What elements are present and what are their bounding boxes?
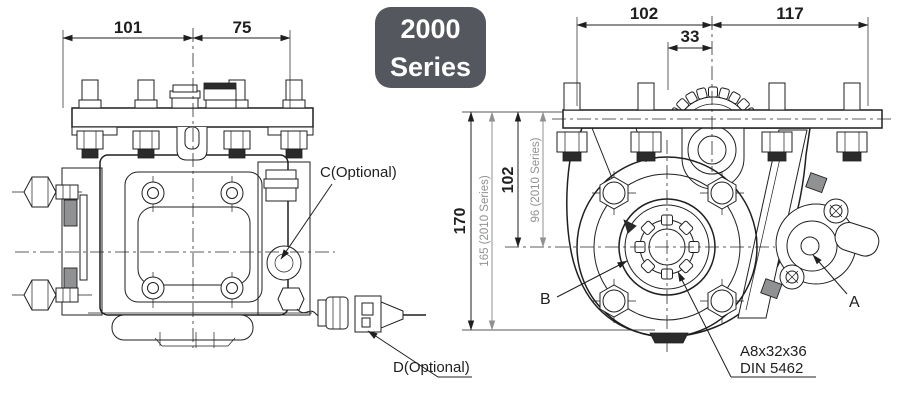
front-view-nuts [556, 131, 868, 162]
hex-plug-lower [12, 279, 92, 311]
breather-cap [169, 84, 201, 109]
sensor-d-assembly [354, 295, 426, 333]
right-bracket [257, 161, 311, 316]
drain-plug [649, 332, 689, 344]
upper-bearing-bracket [681, 125, 745, 190]
mounting-bolts [592, 171, 744, 323]
label-b: B [540, 291, 551, 308]
front-view-labels: B A A8x32x36 DIN 5462 [540, 254, 860, 378]
cover-screws [141, 176, 244, 308]
side-view-labels: C(Optional) D(Optional) [280, 164, 472, 378]
front-view-studs [563, 82, 861, 111]
dim-102-top: 102 [630, 4, 658, 23]
series-badge: 2000 Series [375, 7, 486, 88]
front-view-height-dimensions: 170 165 (2010 Series) 102 96 (2010 Serie… [452, 111, 655, 331]
series-badge-line2: Series [389, 52, 472, 82]
actuator-screw-top [823, 198, 849, 224]
cable-connector [317, 296, 349, 330]
spline-spec-line2: DIN 5462 [740, 360, 803, 377]
dim-96-2010-series: 96 (2010 Series) [530, 137, 542, 222]
dim-165-2010-series: 165 (2010 Series) [479, 175, 491, 267]
side-view-housing [88, 154, 312, 348]
label-a: A [849, 294, 860, 311]
switch-c-assembly [266, 245, 329, 320]
top-connector [203, 82, 237, 109]
front-view-drawing: 102 117 33 170 165 (2010 Series) 102 96 … [452, 4, 892, 378]
side-view-dimensions: 101 75 [62, 18, 291, 108]
dim-117: 117 [776, 4, 803, 23]
shift-actuator [737, 129, 880, 319]
series-badge-line1: 2000 [400, 14, 461, 44]
side-view-drawing: 101 75 C(Optional) D(Optional) [12, 18, 472, 378]
front-view-top-dimensions: 102 117 33 [576, 4, 869, 106]
bottom-pan [111, 314, 254, 348]
dim-75: 75 [233, 18, 252, 37]
label-c-optional: C(Optional) [320, 164, 397, 181]
hex-plug-upper [12, 176, 82, 208]
rotation-arrow [623, 219, 637, 234]
dim-101: 101 [114, 18, 142, 37]
side-view-flange [71, 107, 314, 161]
actuator-boss [834, 222, 880, 257]
label-d-optional: D(Optional) [393, 359, 470, 376]
spline-spec-line1: A8x32x36 [740, 343, 807, 360]
side-view-nuts [76, 130, 308, 159]
dim-170: 170 [452, 208, 469, 235]
front-view-flange [552, 109, 892, 129]
dim-33: 33 [681, 27, 700, 46]
actuator-screw-bottom [779, 264, 805, 290]
dim-102-vertical: 102 [500, 167, 517, 194]
